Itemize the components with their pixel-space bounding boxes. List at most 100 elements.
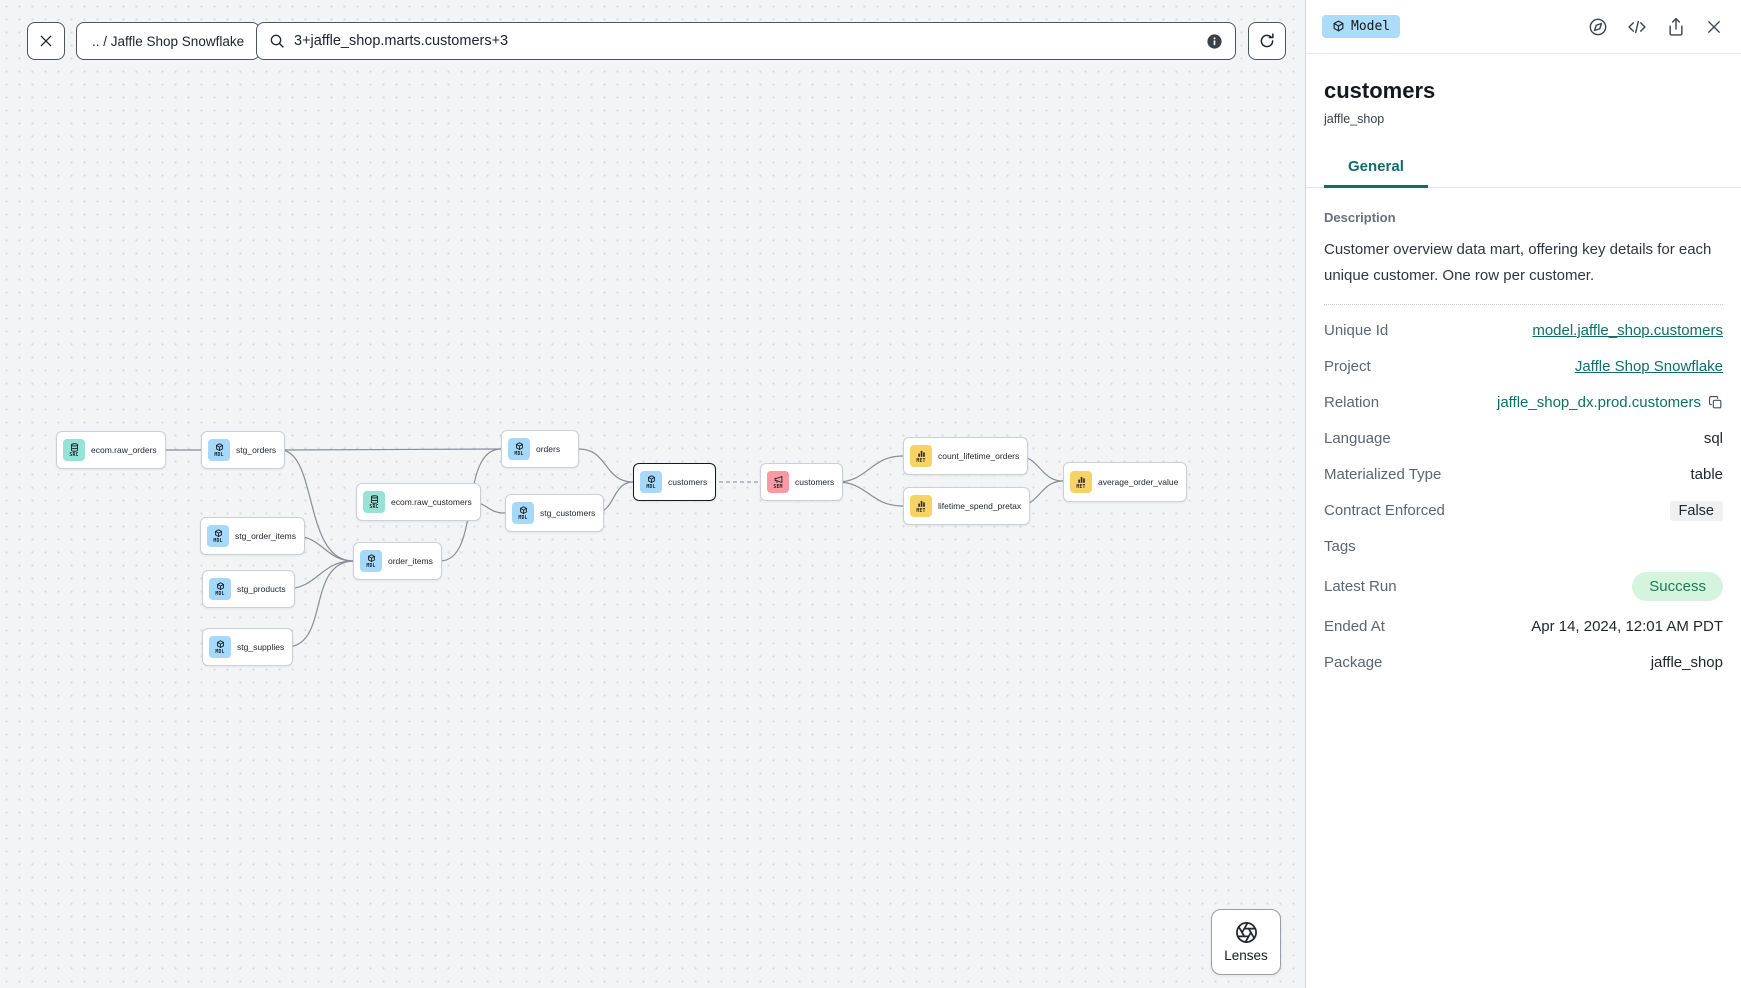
detail-link-project[interactable]: Jaffle Shop Snowflake: [1574, 358, 1723, 375]
node-orders[interactable]: MDL orders: [501, 430, 579, 468]
edge-stg_supplies-to-order_items: [285, 560, 354, 648]
node-stg_products[interactable]: MDL stg_products: [202, 570, 295, 608]
share-icon: [1669, 17, 1683, 36]
detail-row-tags: Tags: [1324, 529, 1723, 565]
node-label: orders: [536, 444, 561, 454]
model-icon: MDL: [640, 471, 662, 493]
lenses-button[interactable]: Lenses: [1211, 909, 1281, 975]
lenses-label: Lenses: [1224, 948, 1268, 963]
detail-value: sql: [1703, 430, 1723, 447]
status-badge: Success: [1632, 572, 1723, 601]
semantic-icon: SEM: [767, 471, 789, 493]
node-customers-semantic[interactable]: SEM customers: [760, 463, 844, 501]
refresh-button[interactable]: [1248, 22, 1286, 60]
close-icon: [1708, 20, 1720, 33]
node-customers[interactable]: MDL customers: [633, 463, 717, 501]
close-panel-button[interactable]: [1703, 16, 1725, 38]
panel-header: Model: [1306, 0, 1741, 54]
node-label: customers: [795, 477, 835, 487]
metric-icon: MET: [1070, 471, 1092, 493]
detail-value: Apr 14, 2024, 12:01 AM PDT: [1531, 618, 1723, 635]
page-title: customers: [1324, 78, 1436, 103]
model-icon: MDL: [512, 502, 534, 524]
detail-row-contract-enforced: Contract Enforced False: [1324, 493, 1723, 529]
node-label: ecom.raw_orders: [91, 445, 157, 455]
detail-label: Project: [1324, 358, 1371, 375]
detail-panel: Model customers jaffle_shop: [1305, 0, 1741, 988]
edge-stg_products-to-order_items: [284, 560, 354, 590]
detail-label: Relation: [1324, 394, 1380, 411]
panel-tabs: General: [1306, 150, 1741, 188]
edge-orders-to-customers: [578, 448, 634, 483]
code-icon: [1628, 20, 1646, 33]
node-label: stg_supplies: [237, 642, 285, 652]
search-icon: [270, 34, 284, 48]
detail-label: Tags: [1324, 538, 1356, 555]
metric-icon: MET: [910, 495, 932, 517]
lenses-aperture-icon: [1235, 922, 1257, 943]
detail-label: Unique Id: [1324, 322, 1389, 339]
metric-icon: MET: [910, 445, 932, 467]
search-input[interactable]: [294, 33, 1197, 49]
search-box: [256, 22, 1236, 60]
detail-row-unique-id: Unique Id model.jaffle_shop.customers: [1324, 313, 1723, 349]
view-code-button[interactable]: [1625, 15, 1649, 39]
node-lifetime_spend_pretax[interactable]: MET lifetime_spend_pretax: [903, 487, 1031, 525]
model-icon: MDL: [207, 525, 229, 547]
detail-label: Package: [1324, 654, 1383, 671]
edge-stg_orders-to-order_items: [279, 449, 354, 562]
detail-label: Materialized Type: [1324, 466, 1442, 483]
detail-label: Contract Enforced: [1324, 502, 1445, 519]
node-label: count_lifetime_orders: [938, 451, 1020, 461]
explore-lineage-button[interactable]: [1586, 15, 1610, 39]
edge-stg_orders-to-orders: [279, 448, 502, 451]
model-cube-icon: [1333, 20, 1344, 32]
contract-badge: False: [1669, 500, 1723, 521]
tab-general[interactable]: General: [1324, 150, 1428, 188]
share-button[interactable]: [1664, 15, 1688, 39]
edge-customers-semantic-to-count_lifetime_orders: [836, 455, 904, 483]
node-label: stg_products: [237, 584, 286, 594]
close-lineage-button[interactable]: [27, 22, 65, 60]
node-label: stg_orders: [236, 445, 277, 455]
node-stg_orders[interactable]: MDL stg_orders: [201, 431, 286, 469]
detail-row-project: Project Jaffle Shop Snowflake: [1324, 349, 1723, 385]
model-icon: MDL: [209, 578, 231, 600]
source-icon: SRC: [63, 439, 85, 461]
node-count_lifetime_orders[interactable]: MET count_lifetime_orders: [903, 437, 1029, 475]
source-icon: SRC: [363, 491, 385, 513]
model-icon: MDL: [508, 438, 530, 460]
close-icon: [40, 35, 52, 47]
copy-icon[interactable]: [1708, 395, 1723, 410]
detail-value: table: [1690, 466, 1723, 483]
package-subtitle: jaffle_shop: [1324, 112, 1385, 126]
detail-label: Language: [1324, 430, 1391, 447]
model-icon: MDL: [208, 439, 230, 461]
node-ecom.raw_customers[interactable]: SRC ecom.raw_customers: [356, 483, 481, 521]
node-ecom.raw_orders[interactable]: SRC ecom.raw_orders: [56, 431, 166, 469]
node-label: ecom.raw_customers: [391, 497, 472, 507]
node-label: customers: [668, 477, 708, 487]
refresh-icon: [1260, 33, 1274, 48]
edge-customers-semantic-to-lifetime_spend_pretax: [836, 481, 904, 507]
detail-link-unique-id[interactable]: model.jaffle_shop.customers: [1532, 322, 1723, 339]
resource-type-badge: Model: [1322, 15, 1401, 38]
section-divider: [1324, 303, 1723, 305]
description-label: Description: [1324, 210, 1396, 225]
breadcrumb[interactable]: .. / Jaffle Shop Snowflake: [76, 22, 261, 60]
compass-icon: [1589, 18, 1607, 35]
info-icon[interactable]: [1206, 33, 1223, 50]
node-label: lifetime_spend_pretax: [938, 501, 1022, 511]
